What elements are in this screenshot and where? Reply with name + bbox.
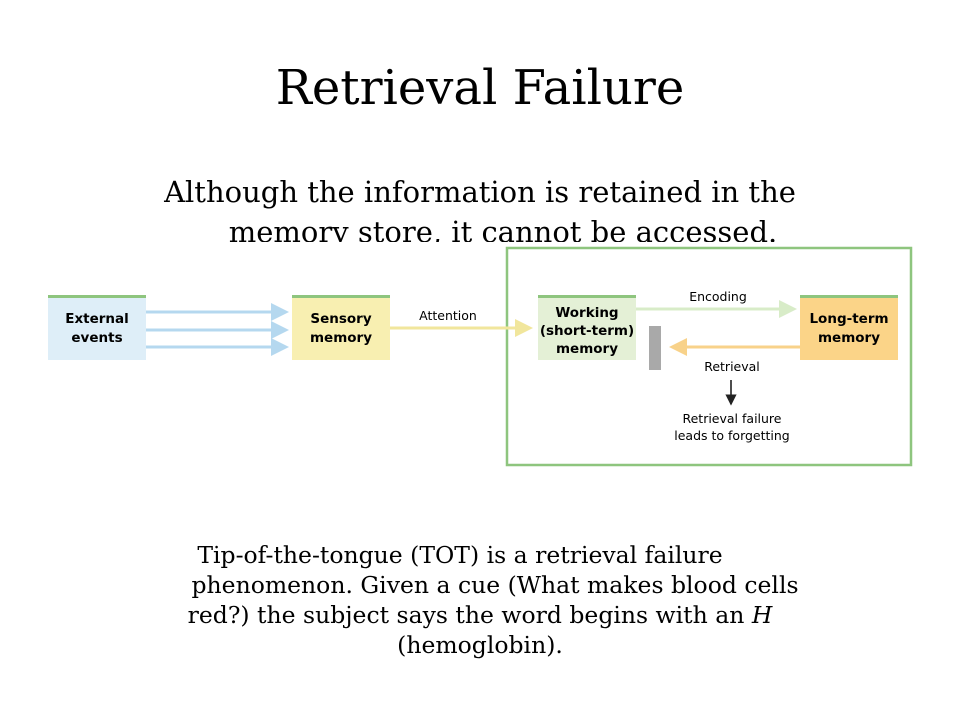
body-line-3: red?) the subject says the word begins w…: [100, 600, 860, 630]
body-line-1: Tip-of-the-tongue (TOT) is a retrieval f…: [197, 541, 723, 569]
retrieval-failure-arrow: Retrieval failure leads to forgetting: [674, 380, 790, 443]
sensory-memory-label-1: Sensory: [310, 311, 371, 327]
slide-subtitle: Although the information is retained in …: [120, 172, 840, 242]
retrieval-failure-label-1: Retrieval failure: [682, 411, 781, 426]
working-memory-label-3: memory: [556, 341, 618, 357]
long-term-memory-label-1: Long-term: [809, 311, 888, 327]
external-events-label-2: events: [71, 330, 122, 346]
long-term-memory-label-2: memory: [818, 330, 880, 346]
body-italic-letter: H: [751, 601, 773, 629]
slide-title: Retrieval Failure: [275, 60, 685, 116]
subtitle-clip: Although the information is retained in …: [120, 172, 840, 242]
retrieval-label: Retrieval: [704, 359, 760, 374]
sensory-memory-box: Sensory memory: [292, 295, 390, 360]
encoding-label: Encoding: [689, 289, 747, 304]
subtitle-line-1: Although the information is retained in …: [164, 175, 796, 209]
body-line-4: (hemoglobin).: [397, 631, 563, 659]
body-line-2: phenomenon. Given a cue (What makes bloo…: [191, 571, 799, 599]
working-memory-box: Working (short-term) memory: [538, 295, 636, 360]
subtitle-line-2: memory store, it cannot be accessed.: [228, 215, 778, 242]
long-term-memory-box: Long-term memory: [800, 295, 898, 360]
retrieval-arrow: Retrieval: [669, 338, 800, 374]
tot-explanation: Tip-of-the-tongue (TOT) is a retrieval f…: [100, 540, 860, 660]
working-memory-label-2: (short-term): [540, 323, 634, 339]
sensory-memory-label-2: memory: [310, 330, 372, 346]
external-events-label-1: External: [65, 311, 129, 327]
retrieval-failure-label-2: leads to forgetting: [674, 428, 790, 443]
highlight-frame: [505, 246, 913, 467]
attention-label: Attention: [419, 308, 477, 323]
working-memory-label-1: Working: [555, 305, 618, 321]
retrieval-barrier: [649, 326, 661, 370]
attention-arrow: Attention: [390, 308, 533, 337]
input-arrows: [146, 303, 289, 356]
body-line-3-text: red?) the subject says the word begins w…: [187, 601, 752, 629]
external-events-box: External events: [48, 295, 146, 360]
encoding-arrow: Encoding: [636, 289, 797, 318]
